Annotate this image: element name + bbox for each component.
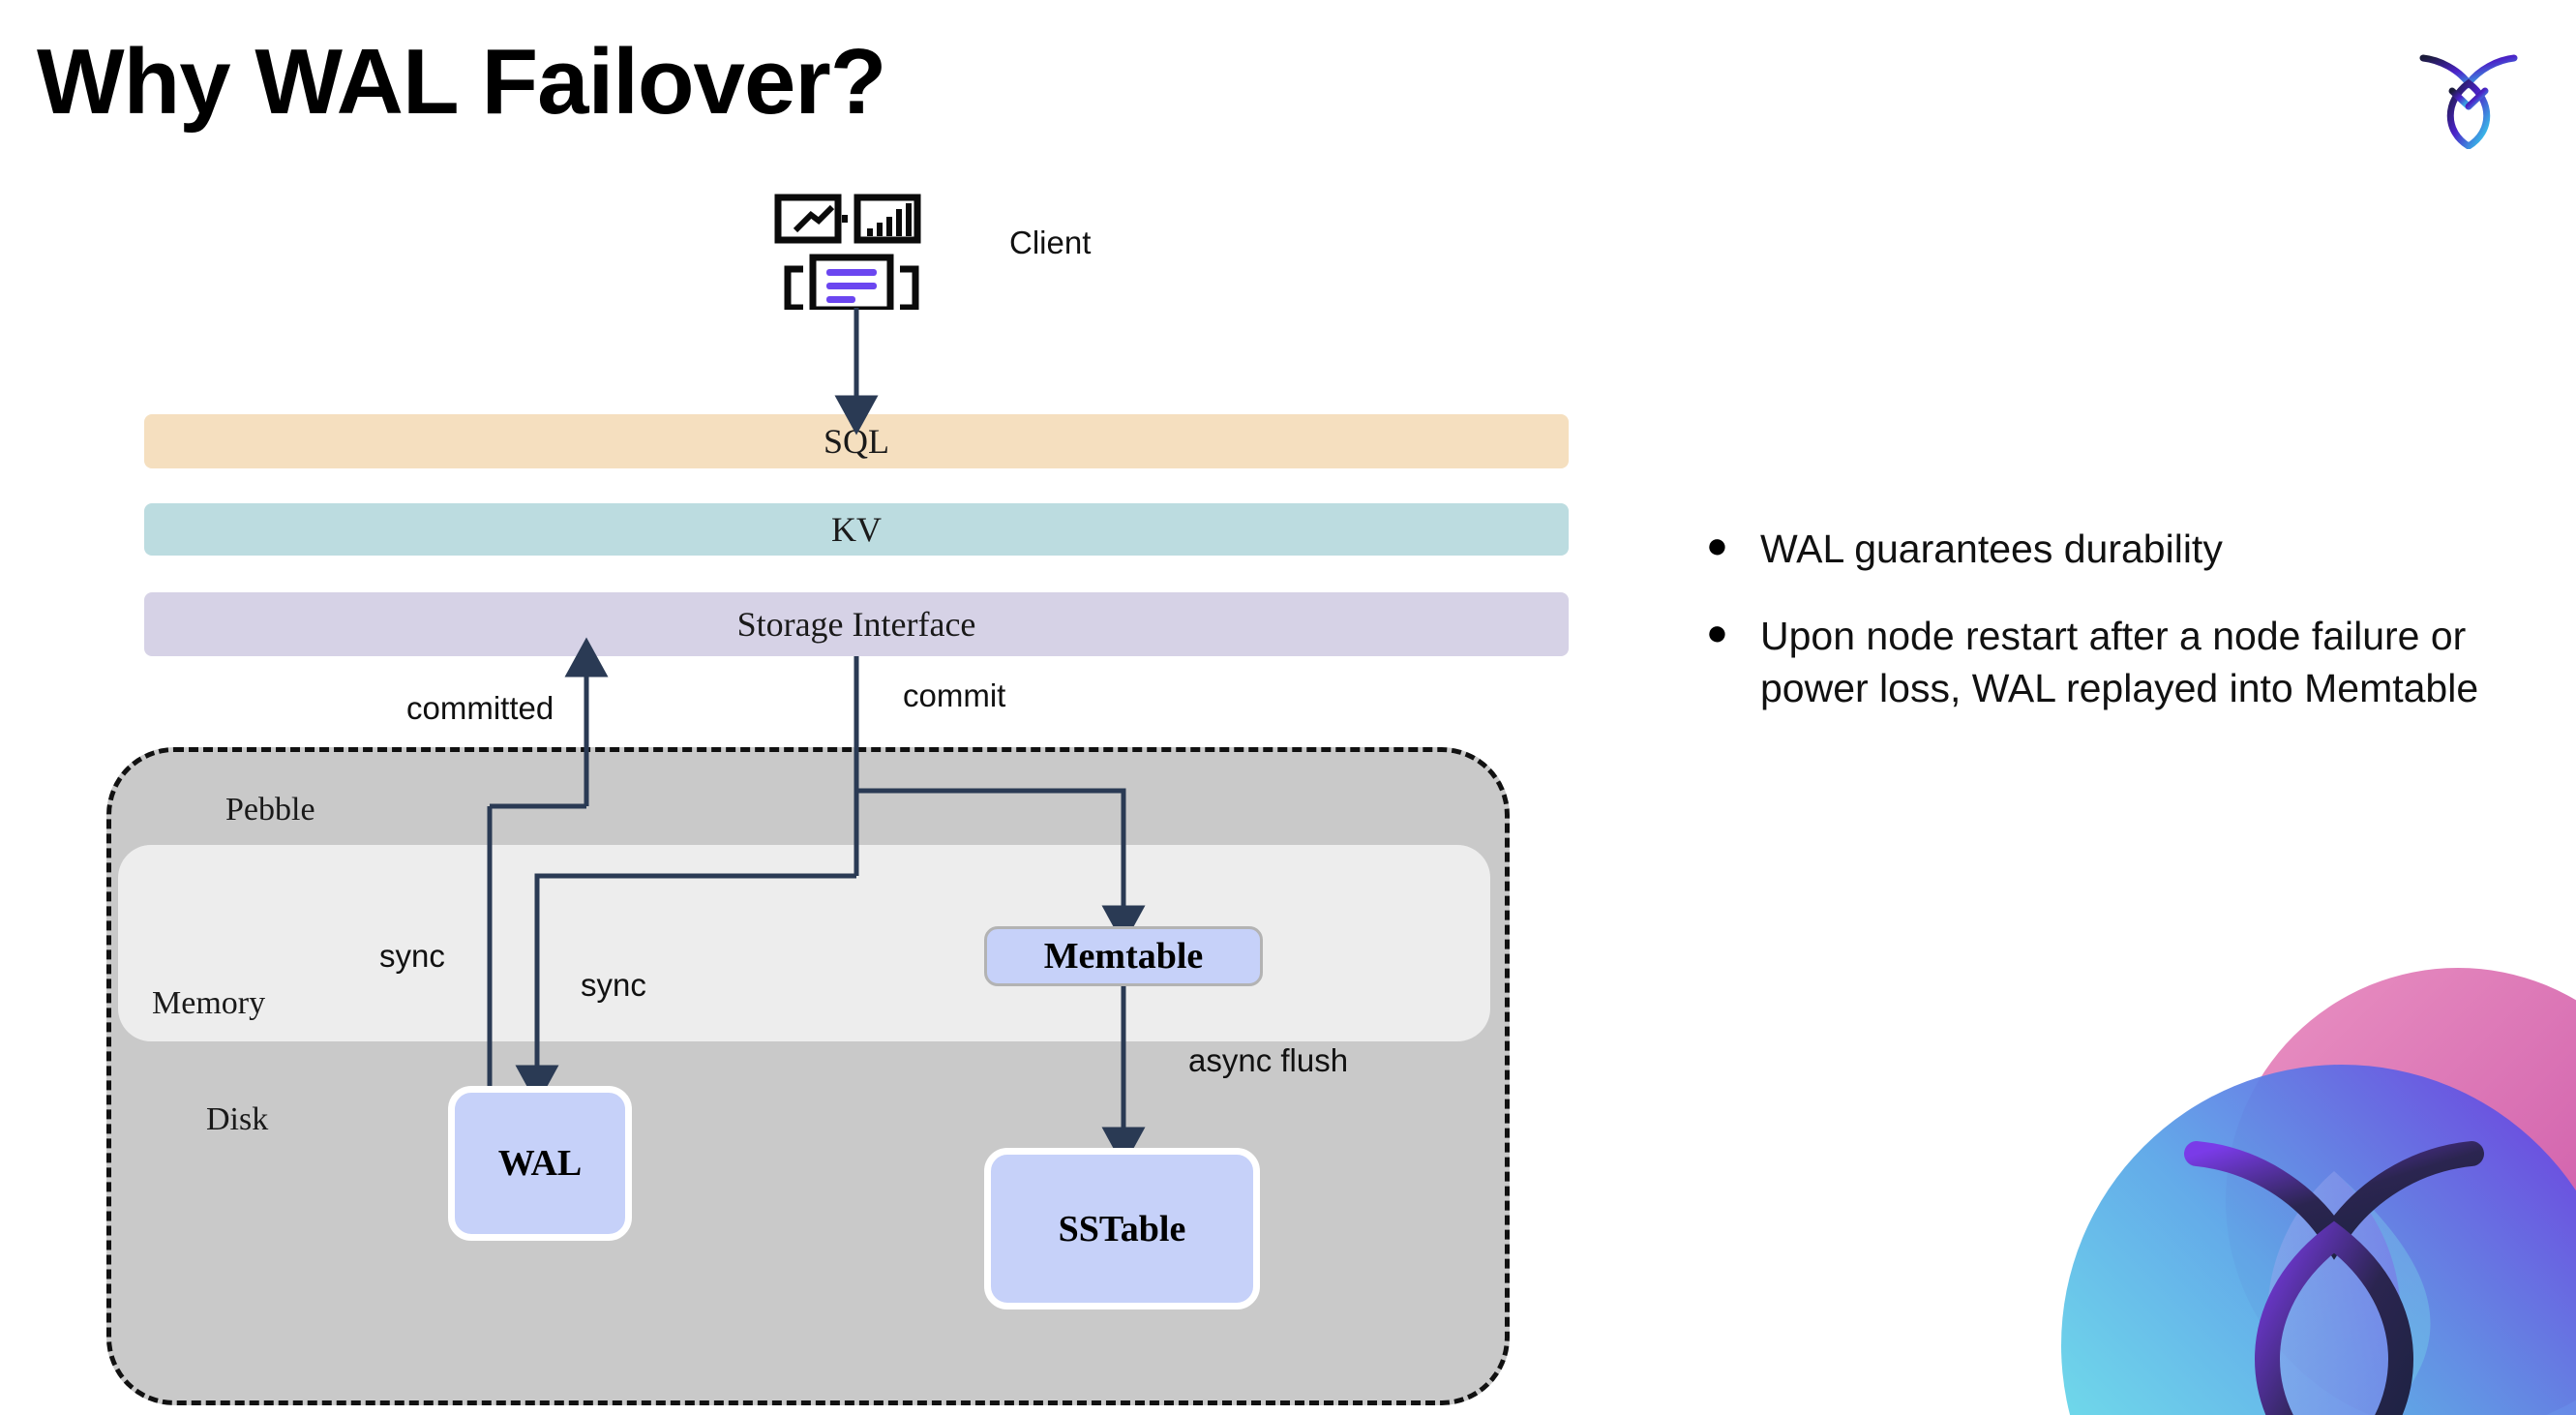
node-wal: WAL xyxy=(448,1086,632,1241)
decorative-logo-art xyxy=(1955,929,2576,1415)
bullet-text: WAL guarantees durability xyxy=(1760,527,2223,571)
edge-label-sync-2: sync xyxy=(581,967,646,1003)
architecture-diagram: Client SQL KV Storage Interface Pebble M… xyxy=(106,194,1569,1405)
pebble-label: Pebble xyxy=(225,792,315,828)
node-memtable: Memtable xyxy=(984,926,1263,986)
edge-label-committed: committed xyxy=(406,690,554,726)
disk-label: Disk xyxy=(206,1101,269,1137)
list-item: ● Upon node restart after a node failure… xyxy=(1698,610,2531,714)
node-sstable: SSTable xyxy=(984,1148,1260,1310)
client-label: Client xyxy=(1009,225,1092,260)
page-title: Why WAL Failover? xyxy=(37,30,886,134)
edge-label-commit: commit xyxy=(903,677,1006,713)
bullet-list: ● WAL guarantees durability ● Upon node … xyxy=(1698,523,2531,749)
bullet-marker-icon: ● xyxy=(1706,526,1728,566)
edge-label-async-flush: async flush xyxy=(1188,1042,1349,1078)
layer-kv: KV xyxy=(144,503,1569,556)
client-monitor-icon xyxy=(774,194,929,314)
list-item: ● WAL guarantees durability xyxy=(1698,523,2531,575)
bullet-marker-icon: ● xyxy=(1706,613,1728,654)
edge-label-sync-1: sync xyxy=(379,938,445,974)
layer-storage-interface: Storage Interface xyxy=(144,592,1569,656)
memory-region xyxy=(118,845,1490,1041)
cockroachdb-logo-icon xyxy=(2411,37,2526,151)
memory-label: Memory xyxy=(152,985,266,1021)
layer-sql: SQL xyxy=(144,414,1569,468)
bullet-text: Upon node restart after a node failure o… xyxy=(1760,614,2479,711)
